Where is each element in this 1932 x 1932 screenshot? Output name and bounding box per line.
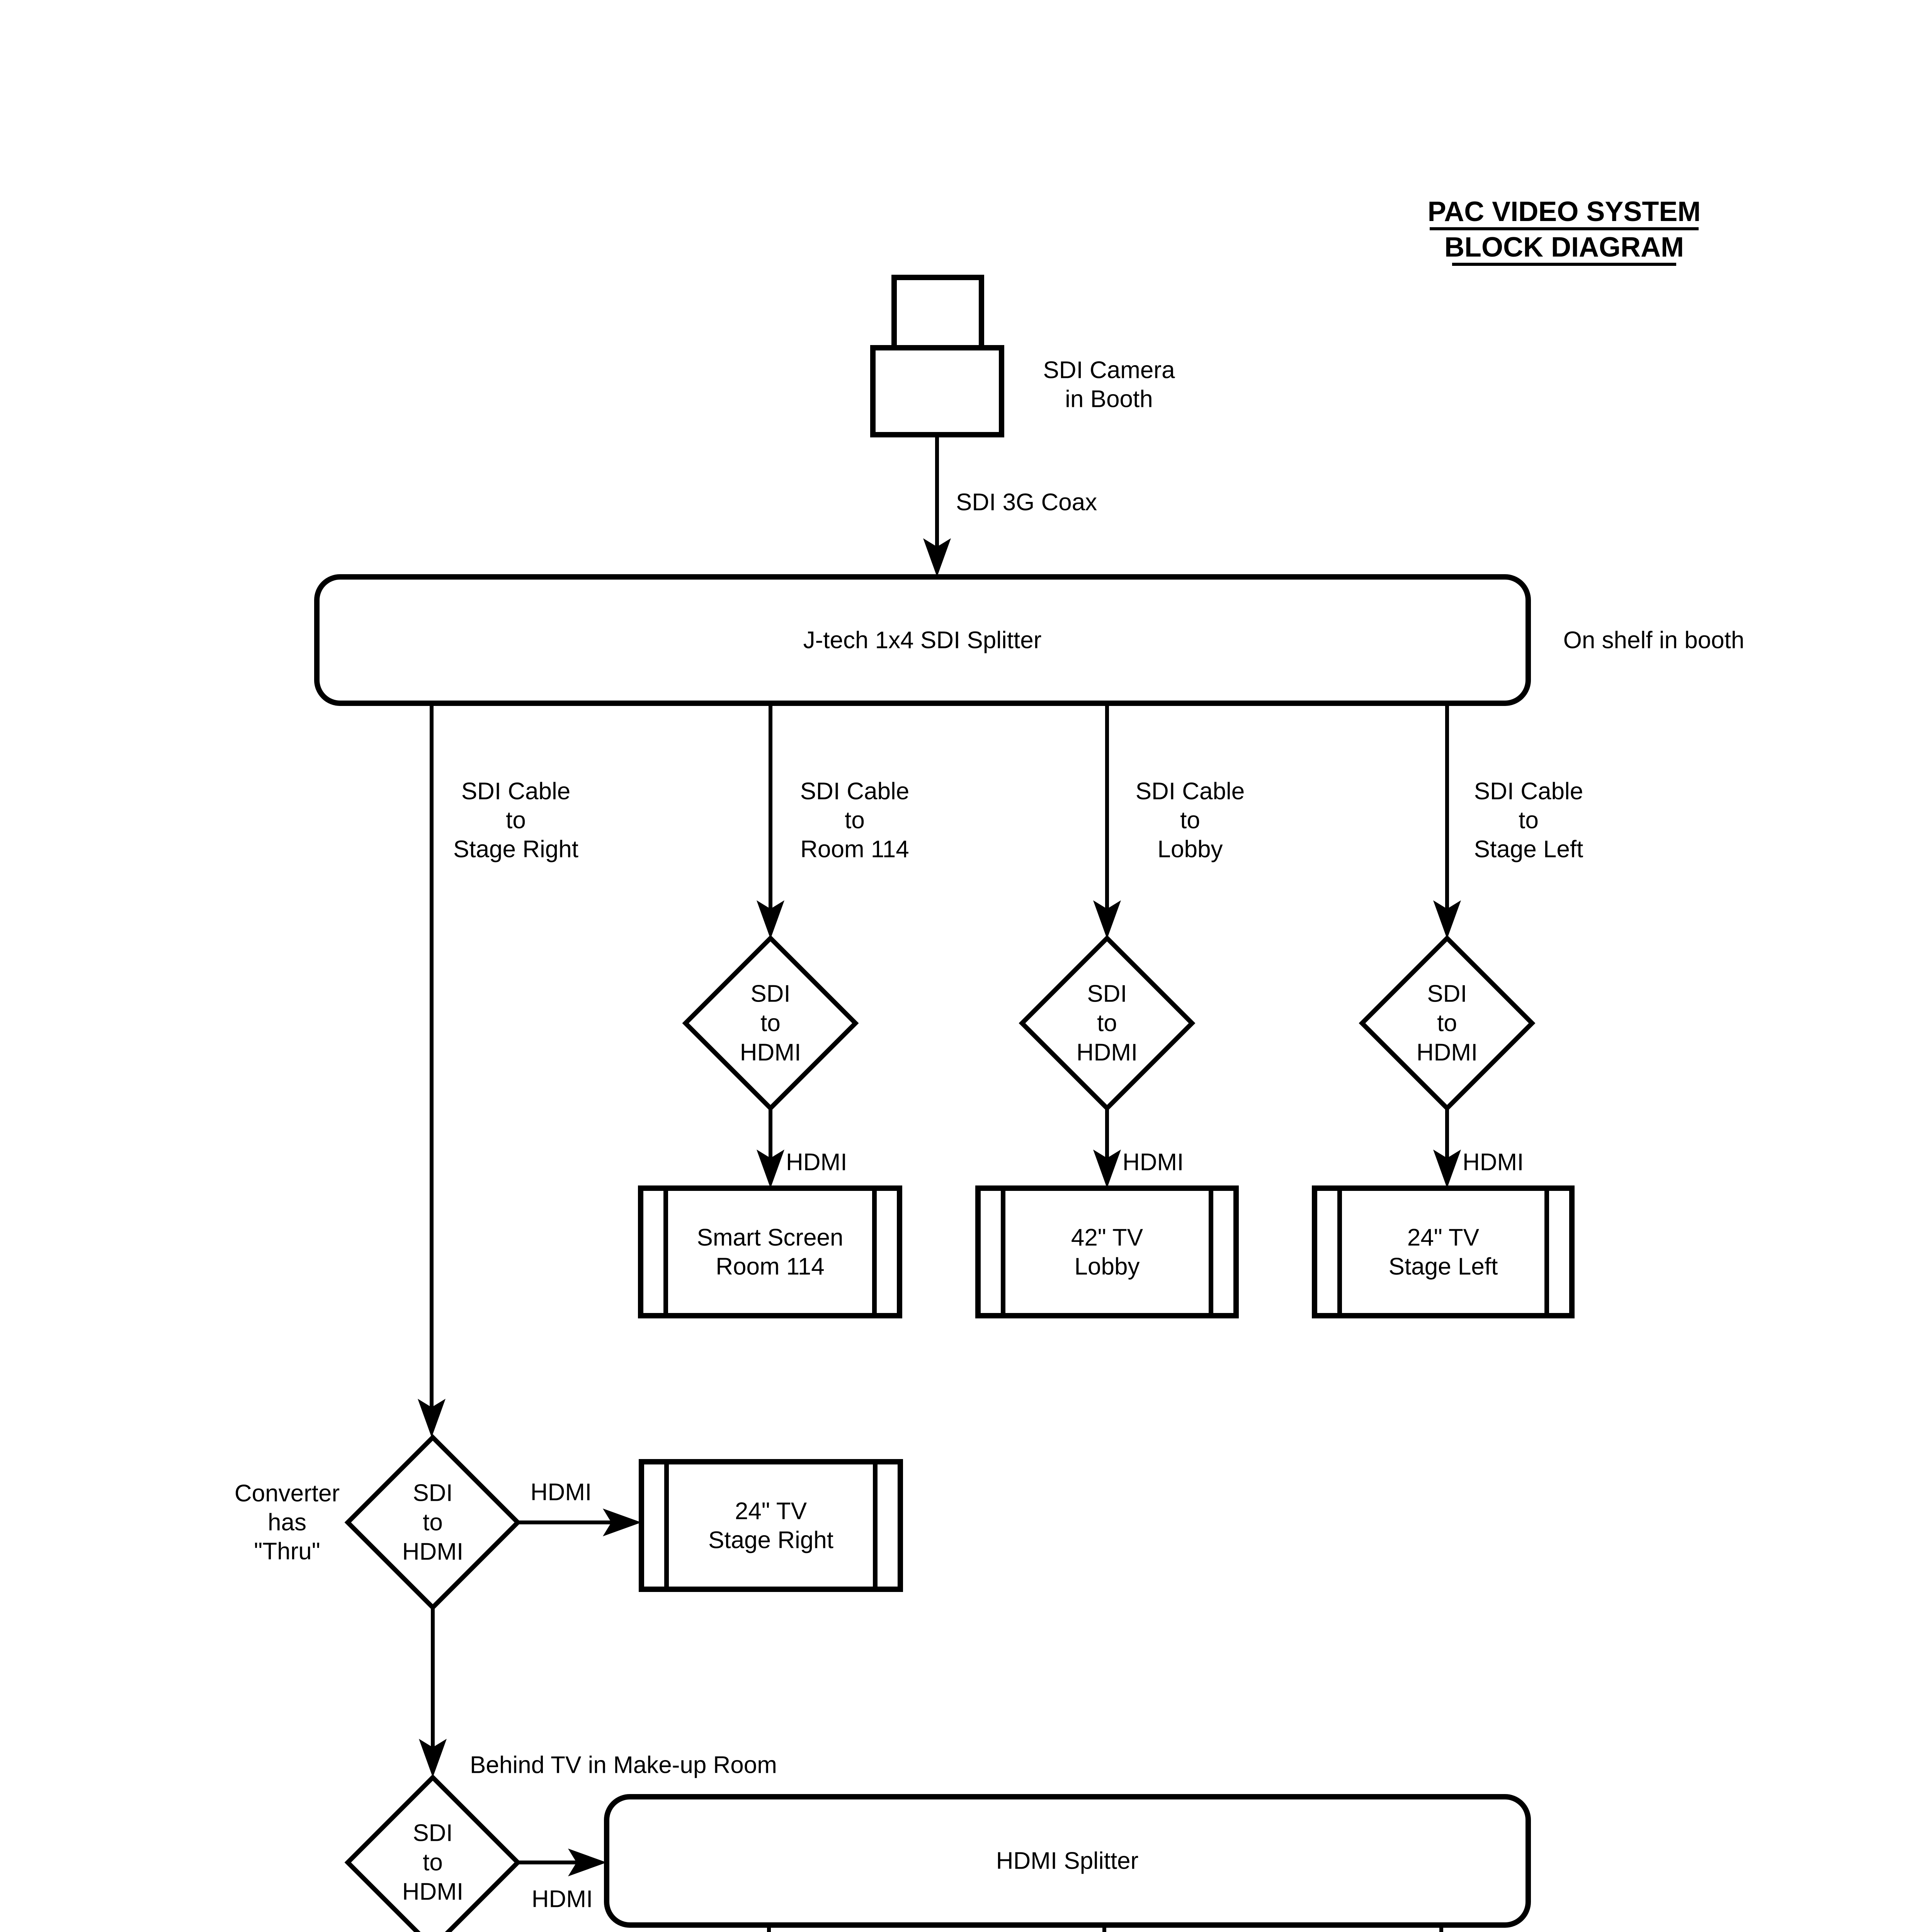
- cable-label-1-line3: Stage Right: [453, 836, 578, 863]
- page-title-line2: BLOCK DIAGRAM: [1444, 232, 1684, 263]
- converter-diamond-makeup: [344, 1774, 521, 1932]
- converter-makeup-line2: to: [423, 1849, 443, 1876]
- converter-note-line3: "Thru": [254, 1538, 320, 1565]
- camera-label-line2: in Booth: [1065, 386, 1153, 413]
- coax-label: SDI 3G Coax: [956, 489, 1097, 516]
- display-stage-right-line1: 24" TV: [735, 1498, 807, 1525]
- cable-arrowhead-stage-left-icon: [1433, 900, 1461, 939]
- hdmi-label-stage-right: HDMI: [531, 1479, 592, 1506]
- cable-arrowhead-stage-right-icon: [418, 1399, 446, 1437]
- display-room114-line2: Room 114: [716, 1253, 824, 1280]
- cable-label-3-line2: to: [1180, 807, 1200, 834]
- converter-lobby-line1: SDI: [1087, 981, 1127, 1007]
- hdmi-label-splitter-in: HDMI: [532, 1886, 593, 1913]
- display-room114-line1: Smart Screen: [697, 1225, 843, 1251]
- hdmi-splitter-box: [604, 1794, 1531, 1928]
- shelf-note: On shelf in booth: [1563, 627, 1745, 654]
- sdi-splitter-box: [314, 574, 1531, 706]
- hdmi-arrowhead-stage-left-icon: [1433, 1150, 1461, 1188]
- cable-label-2-line1: SDI Cable: [800, 778, 910, 805]
- display-box-stage-right: [639, 1459, 903, 1592]
- display-stage-left-line2: Stage Left: [1389, 1253, 1498, 1280]
- display-box-stage-left: [1312, 1185, 1575, 1318]
- converter-room114-line1: SDI: [750, 981, 790, 1007]
- cable-label-4-line2: to: [1519, 807, 1539, 834]
- display-lobby-line2: Lobby: [1075, 1253, 1140, 1280]
- converter-makeup-line1: SDI: [413, 1820, 452, 1847]
- cable-label-1-line1: SDI Cable: [461, 778, 571, 805]
- cable-label-4-line1: SDI Cable: [1474, 778, 1583, 805]
- converter-stage-right-line2: to: [423, 1509, 443, 1536]
- hdmi-label-lobby: HDMI: [1122, 1149, 1184, 1176]
- sdi-splitter-label: J-tech 1x4 SDI Splitter: [803, 627, 1042, 654]
- converter-makeup-line3: HDMI: [402, 1879, 463, 1905]
- converter-stage-left-line2: to: [1437, 1010, 1457, 1037]
- display-lobby-line1: 42" TV: [1071, 1225, 1143, 1251]
- display-box-lobby: [975, 1185, 1239, 1318]
- camera-label-line1: SDI Camera: [1043, 357, 1175, 384]
- cable-arrowhead-room114-icon: [757, 900, 784, 939]
- hdmi-splitter-label: HDMI Splitter: [996, 1848, 1139, 1874]
- converter-stage-left-line3: HDMI: [1417, 1039, 1478, 1066]
- hdmi-label-room114: HDMI: [786, 1149, 847, 1176]
- page-title-line1: PAC VIDEO SYSTEM: [1428, 196, 1701, 227]
- cable-label-4-line3: Stage Left: [1474, 836, 1583, 863]
- cable-label-1-line2: to: [506, 807, 526, 834]
- converter-stage-right-line3: HDMI: [402, 1539, 463, 1565]
- display-stage-right-line2: Stage Right: [708, 1527, 833, 1554]
- thru-arrowhead-makeup-icon: [419, 1739, 447, 1777]
- cable-label-2-line2: to: [845, 807, 865, 834]
- hdmi-arrowhead-stage-right-icon: [603, 1509, 641, 1536]
- converter-room114-line2: to: [760, 1010, 781, 1037]
- makeup-note: Behind TV in Make-up Room: [470, 1752, 777, 1779]
- converter-lobby-line3: HDMI: [1077, 1039, 1138, 1066]
- cable-label-2-line3: Room 114: [800, 836, 909, 863]
- coax-arrowhead-icon: [923, 538, 951, 577]
- hdmi-arrowhead-lobby-icon: [1093, 1150, 1121, 1188]
- hdmi-label-stage-left: HDMI: [1463, 1149, 1524, 1176]
- cable-label-3-line1: SDI Cable: [1136, 778, 1245, 805]
- cable-arrowhead-lobby-icon: [1093, 900, 1121, 939]
- display-box-room114: [638, 1185, 902, 1318]
- converter-stage-right-line1: SDI: [413, 1480, 452, 1507]
- display-stage-left-line1: 24" TV: [1407, 1225, 1480, 1251]
- converter-lobby-line2: to: [1097, 1010, 1117, 1037]
- cable-label-3-line3: Lobby: [1158, 836, 1223, 863]
- hdmi-arrowhead-room114-icon: [757, 1150, 784, 1188]
- camera-lens-shape: [891, 275, 984, 350]
- camera-body-shape: [870, 345, 1004, 437]
- converter-stage-left-line1: SDI: [1427, 981, 1467, 1007]
- hdmi-arrowhead-splitter-in-icon: [568, 1849, 607, 1876]
- converter-note-line2: has: [268, 1509, 306, 1536]
- converter-note-line1: Converter: [235, 1480, 340, 1507]
- converter-room114-line3: HDMI: [740, 1039, 801, 1066]
